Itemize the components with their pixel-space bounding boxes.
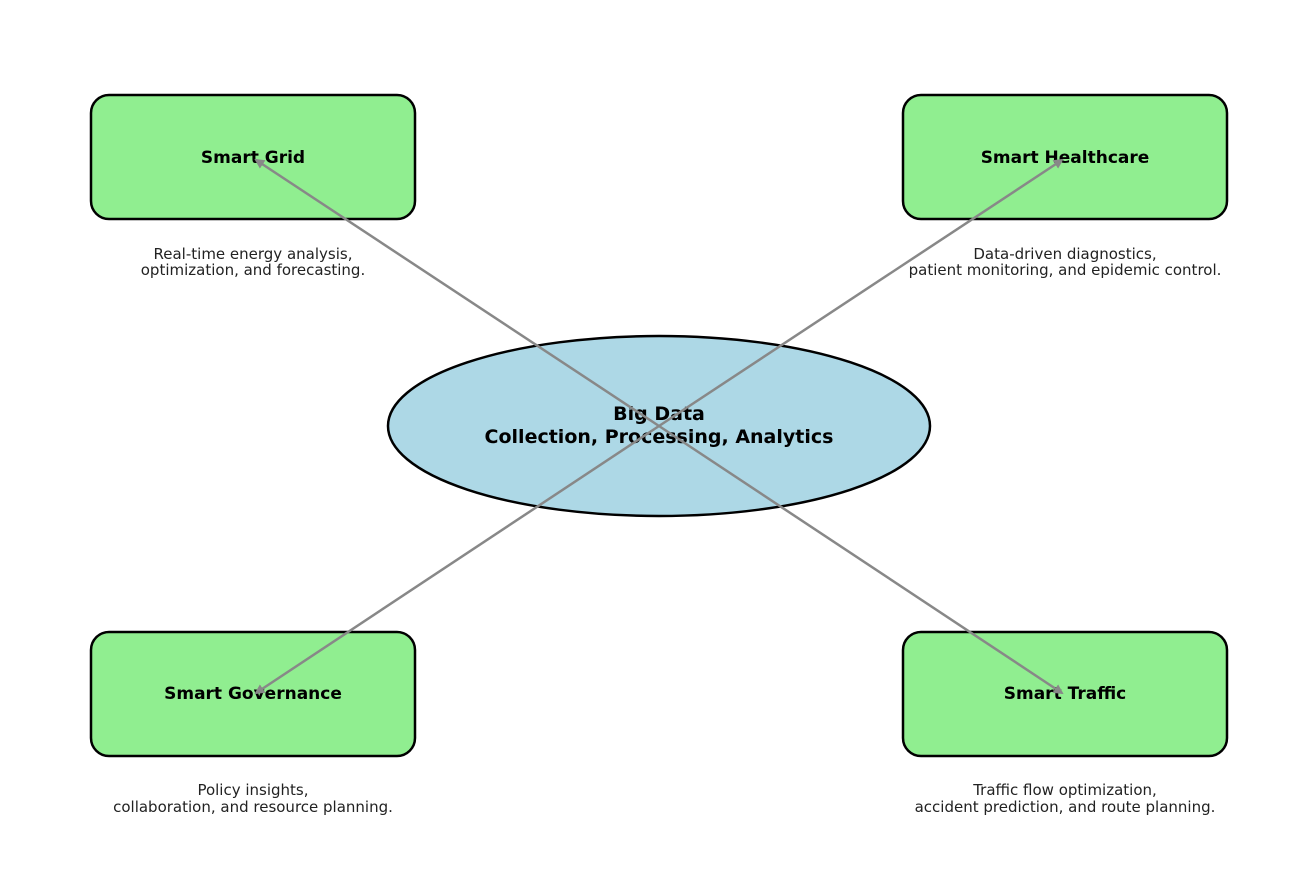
- hub-subtitle: Collection, Processing, Analytics: [485, 426, 834, 448]
- desc-smart-governance-line2: collaboration, and resource planning.: [113, 798, 393, 816]
- node-box-smart-grid: [89, 93, 417, 221]
- node-box-smart-governance: [89, 630, 417, 758]
- node-box-smart-traffic: [901, 630, 1229, 758]
- arrow-to-smart-governance: [254, 424, 660, 695]
- node-title-smart-healthcare: Smart Healthcare: [981, 148, 1150, 168]
- arrow-to-smart-grid: [254, 158, 660, 428]
- node-smart-healthcare: [901, 93, 1229, 221]
- node-title-smart-traffic: Smart Traffic: [1004, 684, 1126, 704]
- node-smart-governance: [89, 630, 417, 758]
- node-smart-grid: [89, 93, 417, 221]
- desc-smart-grid-line2: optimization, and forecasting.: [141, 261, 365, 279]
- desc-smart-healthcare-line2: patient monitoring, and epidemic control…: [909, 261, 1222, 279]
- node-title-smart-grid: Smart Grid: [201, 148, 305, 168]
- desc-smart-healthcare-line1: Data-driven diagnostics,: [973, 245, 1156, 263]
- hub-title: Big Data: [613, 403, 705, 425]
- node-title-smart-governance: Smart Governance: [164, 684, 342, 704]
- node-box-smart-healthcare: [901, 93, 1229, 221]
- desc-smart-traffic-line2: accident prediction, and route planning.: [915, 798, 1216, 816]
- desc-smart-traffic-line1: Traffic flow optimization,: [972, 781, 1157, 799]
- node-smart-traffic: [901, 630, 1229, 758]
- arrow-to-smart-healthcare: [658, 158, 1064, 428]
- desc-smart-grid-line1: Real-time energy analysis,: [154, 245, 353, 263]
- desc-smart-governance-line1: Policy insights,: [197, 781, 308, 799]
- arrow-to-smart-traffic: [658, 424, 1064, 695]
